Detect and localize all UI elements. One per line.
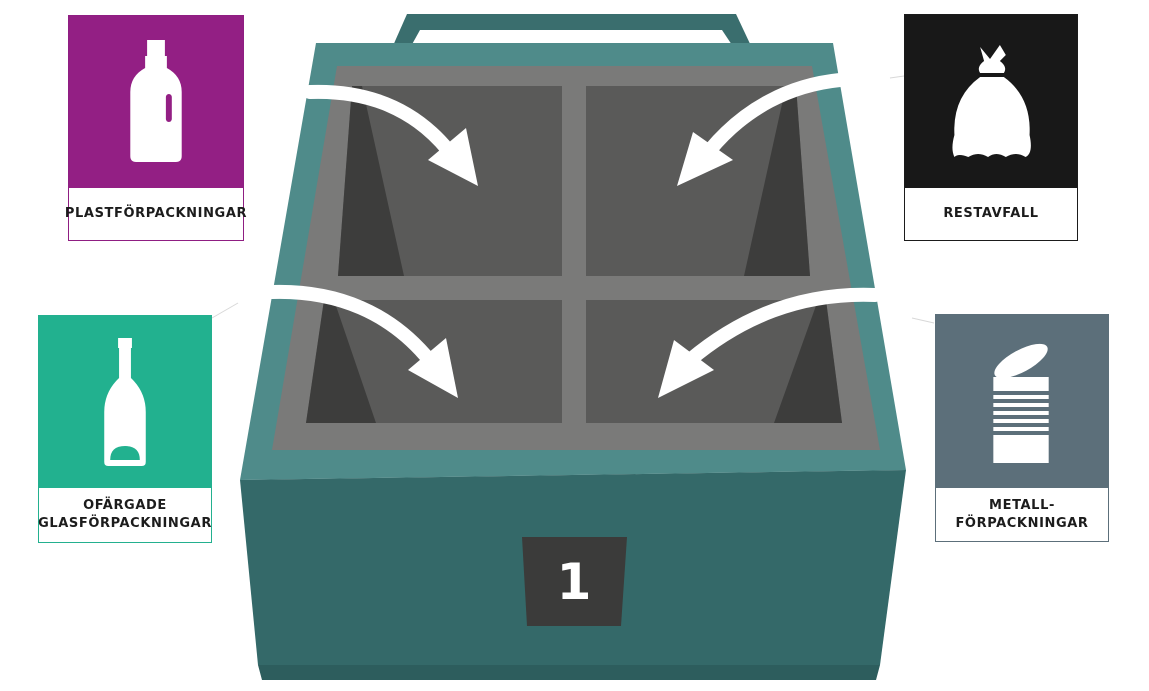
arrow-metal bbox=[683, 287, 882, 367]
category-card-glass: OFÄRGADE GLASFÖRPACKNINGAR bbox=[38, 315, 212, 543]
glass-bottle-icon bbox=[104, 338, 146, 466]
arrow-plastic bbox=[303, 84, 455, 157]
category-card-plastic: PLASTFÖRPACKNINGAR bbox=[65, 15, 247, 241]
arrow-glass bbox=[265, 284, 432, 362]
card-art-rest bbox=[905, 15, 1077, 188]
caption-metal: METALL- FÖRPACKNINGAR bbox=[936, 488, 1108, 541]
caption-rest: RESTAVFALL bbox=[905, 188, 1077, 240]
caption-plastic: PLASTFÖRPACKNINGAR bbox=[65, 188, 247, 240]
caption-glass: OFÄRGADE GLASFÖRPACKNINGAR bbox=[38, 488, 212, 542]
bin-handle bbox=[392, 14, 752, 48]
label-glass: OFÄRGADE GLASFÖRPACKNINGAR bbox=[38, 498, 212, 531]
label-metal: METALL- FÖRPACKNINGAR bbox=[955, 497, 1089, 531]
compartment-top-left bbox=[338, 86, 562, 276]
arrow-rest-head bbox=[677, 132, 733, 186]
label-plastic: PLASTFÖRPACKNINGAR bbox=[64, 206, 248, 221]
arrow-rest bbox=[703, 73, 847, 157]
arrow-metal-head bbox=[658, 340, 714, 398]
card-art-glass bbox=[39, 316, 211, 488]
bin-number: 1 bbox=[556, 553, 592, 611]
label-rest: RESTAVFALL bbox=[943, 206, 1039, 221]
compartment-bottom-right bbox=[586, 300, 842, 423]
plastic-bottle-icon bbox=[130, 40, 182, 162]
card-art-metal bbox=[936, 315, 1108, 488]
bin-number-plate bbox=[522, 537, 627, 626]
metal-can-icon bbox=[993, 343, 1049, 463]
compartment-top-right bbox=[586, 86, 810, 276]
category-card-metal: METALL- FÖRPACKNINGAR bbox=[935, 314, 1109, 542]
arrow-plastic-head bbox=[428, 128, 478, 186]
category-card-rest: RESTAVFALL bbox=[904, 14, 1078, 241]
arrow-glass-head bbox=[408, 338, 458, 398]
card-art-plastic bbox=[69, 16, 243, 188]
connector-lines bbox=[211, 75, 935, 324]
trash-bag-icon bbox=[952, 45, 1031, 157]
arrows bbox=[265, 73, 882, 367]
